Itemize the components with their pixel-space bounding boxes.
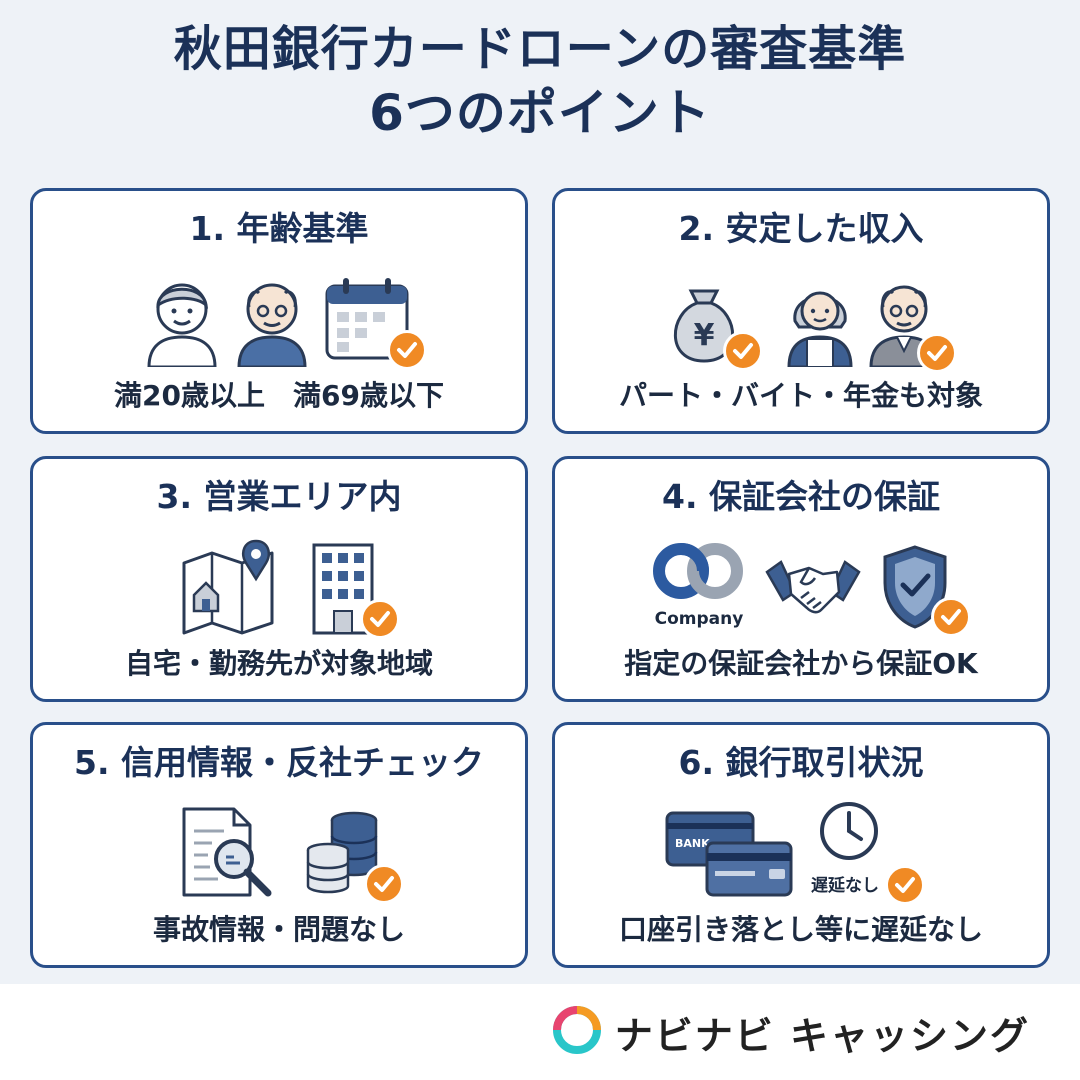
card-income: 2. 安定した収入 ¥ — [552, 188, 1050, 434]
card-title: 3. 営業エリア内 — [156, 477, 402, 516]
svg-text:BANK: BANK — [675, 837, 710, 850]
card-age: 1. 年齢基準 — [30, 188, 528, 434]
card-title: 2. 安定した収入 — [678, 209, 924, 248]
card-caption: 事故情報・問題なし — [152, 913, 405, 946]
database-icon — [304, 810, 404, 904]
delay-label: 遅延なし — [811, 876, 879, 896]
worker-woman-icon — [785, 271, 855, 367]
check-icon — [885, 865, 925, 905]
document-search-icon — [178, 805, 278, 901]
check-icon — [931, 597, 971, 637]
building-icon — [308, 539, 400, 639]
brand-name: ナビナビ キャッシング — [614, 1013, 1030, 1058]
check-icon — [723, 331, 763, 371]
money-bag-icon: ¥ — [661, 273, 763, 371]
bank-card-icon: BANK — [663, 805, 795, 901]
check-icon — [364, 864, 404, 904]
person-young-icon — [143, 271, 221, 367]
card-caption: 口座引き落とし等に遅延なし — [618, 913, 983, 946]
company-logo-icon: Company — [651, 539, 747, 635]
company-label: Company — [654, 609, 744, 629]
shield-icon — [879, 543, 971, 637]
card-caption: 自宅・勤務先が対象地域 — [124, 647, 433, 680]
card-area: 3. 営業エリア内 — [30, 456, 528, 702]
title-line-2: 6つのポイント — [369, 84, 711, 142]
handshake-icon — [765, 552, 861, 622]
card-title: 4. 保証会社の保証 — [662, 477, 940, 516]
clock-icon — [817, 799, 925, 905]
card-guarantor: 4. 保証会社の保証 Company — [552, 456, 1050, 702]
check-icon — [360, 599, 400, 639]
card-credit-check: 5. 信用情報・反社チェック — [30, 722, 528, 968]
map-icon — [180, 539, 280, 635]
card-title: 1. 年齢基準 — [189, 209, 369, 248]
card-caption: 満20歳以上 満69歳以下 — [114, 379, 444, 412]
card-title: 5. 信用情報・反社チェック — [74, 743, 484, 782]
page-title: 秋田銀行カードローンの審査基準 6つのポイント — [0, 18, 1080, 146]
check-icon — [387, 330, 427, 370]
brand-logo-icon — [551, 1004, 603, 1060]
title-line-1: 秋田銀行カードローンの審査基準 — [173, 21, 907, 77]
person-senior-icon — [233, 271, 311, 367]
check-icon — [917, 333, 957, 373]
card-bank-history: 6. 銀行取引状況 BANK 遅延なし 口座引き落とし等に遅 — [552, 722, 1050, 968]
footer: ナビナビ キャッシング — [0, 984, 1080, 1080]
calendar-icon — [323, 276, 427, 370]
card-caption: パート・バイト・年金も対象 — [618, 379, 983, 412]
card-caption: 指定の保証会社から保証OK — [624, 647, 978, 680]
worker-senior-icon — [867, 271, 957, 373]
brand[interactable]: ナビナビ キャッシング — [551, 1004, 1030, 1060]
svg-text:¥: ¥ — [694, 318, 715, 353]
card-title: 6. 銀行取引状況 — [678, 743, 924, 782]
